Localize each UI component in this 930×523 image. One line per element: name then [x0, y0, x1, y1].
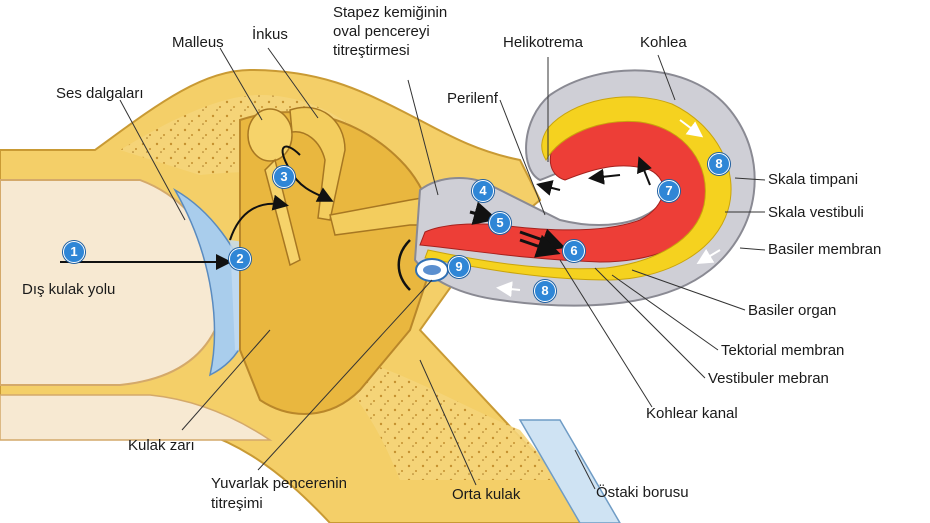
label-yuvarlak-2: titreşimi: [211, 495, 263, 512]
label-yuvarlak-1: Yuvarlak pencerenin: [211, 475, 347, 492]
step-marker-7: 7: [658, 180, 680, 202]
label-stapez-3: titreştirmesi: [333, 42, 410, 59]
label-stapez-1: Stapez kemiğinin: [333, 4, 447, 21]
label-skala-vestibuli: Skala vestibuli: [768, 204, 864, 221]
label-skala-timpani: Skala timpani: [768, 171, 858, 188]
label-dis-kulak-yolu: Dış kulak yolu: [22, 281, 115, 298]
label-basiler-membran: Basiler membran: [768, 241, 881, 258]
label-orta-kulak: Orta kulak: [452, 486, 520, 503]
step-marker-1: 1: [63, 241, 85, 263]
step-marker-5: 5: [489, 212, 511, 234]
step-marker-8-bottom: 8: [534, 280, 556, 302]
label-ostaki-borusu: Östaki borusu: [596, 484, 689, 501]
label-basiler-organ: Basiler organ: [748, 302, 836, 319]
step-marker-4: 4: [472, 180, 494, 202]
step-marker-8-top: 8: [708, 153, 730, 175]
label-kohlea: Kohlea: [640, 34, 687, 51]
label-tektorial-membran: Tektorial membran: [721, 342, 844, 359]
label-kohlear-kanal: Kohlear kanal: [646, 405, 738, 422]
label-inkus: İnkus: [252, 26, 288, 43]
label-ses-dalgalari: Ses dalgaları: [56, 85, 144, 102]
step-marker-6: 6: [563, 240, 585, 262]
label-helikotrema: Helikotrema: [503, 34, 583, 51]
label-stapez-2: oval pencereyi: [333, 23, 430, 40]
label-perilenf: Perilenf: [447, 90, 498, 107]
step-marker-2: 2: [229, 248, 251, 270]
label-kulak-zari: Kulak zarı: [128, 437, 195, 454]
label-malleus: Malleus: [172, 34, 224, 51]
step-marker-9: 9: [448, 256, 470, 278]
label-vestibuler-mebran: Vestibuler mebran: [708, 370, 829, 387]
step-marker-3: 3: [273, 166, 295, 188]
malleus: [248, 109, 292, 161]
